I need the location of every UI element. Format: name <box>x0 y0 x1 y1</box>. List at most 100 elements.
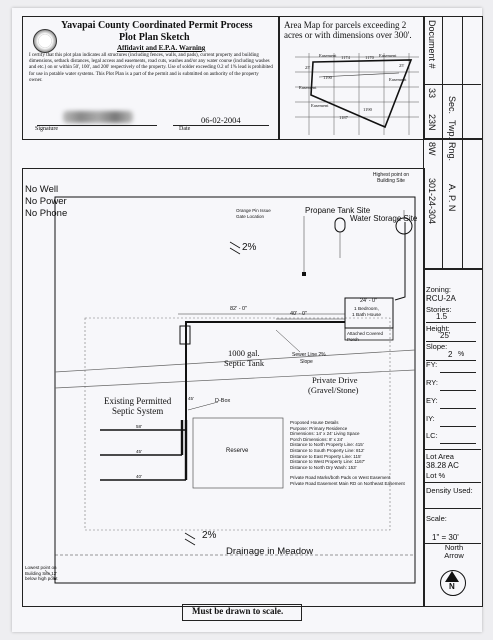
detail-line: Distance to West Property Line: 1167' <box>290 459 365 465</box>
detail-line: Distance to East Property Line: 115' <box>290 453 362 459</box>
ry-line <box>440 390 476 391</box>
detail-line: Proposed House Details <box>290 420 339 425</box>
map-label-7: 25' <box>399 63 405 68</box>
detail-line: Distance to North Dry Wash: 153' <box>290 464 357 470</box>
trench-1-text: 58' <box>136 424 142 429</box>
area-map-drawing <box>295 53 419 135</box>
area-map-box: Area Map for parcels exceeding 2 acres o… <box>278 16 425 140</box>
height-value: 25' <box>440 331 451 340</box>
stories-value: 1.5 <box>436 312 448 321</box>
zoning-value: RCU-2A <box>426 294 456 303</box>
reserve-text: Reserve <box>226 448 249 454</box>
slope-unit: % <box>458 351 465 358</box>
footer-note-box <box>182 604 302 621</box>
affidavit-text: I certify that this plot plan indicates … <box>29 53 273 83</box>
col-div-1 <box>442 16 443 138</box>
col-div-4 <box>462 138 463 268</box>
signature-scribble <box>63 111 133 123</box>
slope-top-text: 2% <box>242 242 257 253</box>
density-label: Density Used: <box>426 486 473 495</box>
map-label-9: 1170 <box>365 55 374 60</box>
dim-82-text: 82' - 0" <box>230 306 248 312</box>
date-label: Date <box>179 126 191 132</box>
sidebar-div-4 <box>423 543 481 544</box>
detail-line: Private Road Marks/both Pads on West Eas… <box>290 475 391 481</box>
map-label-4: Easement <box>311 103 329 108</box>
lowest-point-text: Lowest point on Building Site 12' below … <box>25 565 58 581</box>
signature-label: Signature <box>35 126 58 132</box>
map-label-8: 1174 <box>341 55 350 60</box>
map-label-12: 1190 <box>323 75 332 80</box>
detail-line: Purpose: Primary Residence <box>290 425 348 431</box>
ey-line <box>440 408 476 409</box>
lc-line <box>440 443 476 444</box>
col-div-3 <box>442 138 443 268</box>
map-label-5: Easement <box>389 77 407 82</box>
north-arrow-label: North Arrow <box>444 543 464 560</box>
id-columns-mid <box>423 138 483 270</box>
map-label-1: Easement <box>319 53 337 58</box>
existing-text-1: Existing Permitted <box>104 396 172 406</box>
scale-label: Scale: <box>426 514 447 523</box>
date-value: 06-02-2004 <box>201 115 241 125</box>
zoning-label: Zoning: <box>426 285 452 294</box>
lc-label: LC: <box>426 431 438 440</box>
house-details-block: Proposed House Details Purpose: Primary … <box>290 420 410 487</box>
drive-text-2: (Gravel/Stone) <box>308 385 359 395</box>
ry-label: RY: <box>426 378 438 387</box>
county-seal-icon <box>33 29 57 53</box>
col-div-2 <box>462 16 463 138</box>
header-box: Yavapai County Coordinated Permit Proces… <box>22 16 280 140</box>
ey-label: EY: <box>426 396 438 405</box>
sidebar-div-3 <box>423 508 481 509</box>
fy-line <box>440 372 476 373</box>
drainage-text: Drainage in Meadow <box>226 546 314 557</box>
sidebar-div-1 <box>423 449 481 450</box>
date-line <box>173 125 269 126</box>
doc-title: Plot Plan Sketch <box>119 32 190 43</box>
detail-line: Distance to North Property Line: 415' <box>290 442 364 448</box>
dim-40-text: 40' - 0" <box>290 311 308 317</box>
lot-area-label: Lot Area <box>426 452 454 461</box>
zoning-sidebar <box>423 268 483 607</box>
detail-line: Private Road Easement Main RD on Northea… <box>290 480 405 486</box>
detail-line: Dimensions: 14' x 24' Living Space <box>290 431 360 437</box>
dbox-text: D-Box <box>215 398 231 404</box>
water-text: Water Storage Site <box>350 214 418 223</box>
area-map-title: Area Map for parcels exceeding 2 acres o… <box>284 20 412 40</box>
sewer-text-2: Slope <box>300 359 313 365</box>
house-text-2: 1 Bath House <box>352 313 382 318</box>
stories-label: Stories: <box>426 305 452 314</box>
orange-pin-text: Orange Pin Issue Gate Location <box>236 208 271 219</box>
iy-label: IY: <box>426 414 435 423</box>
height-line <box>426 341 476 342</box>
sidebar-div-2 <box>423 482 481 483</box>
footer-note: Must be drawn to scale. <box>192 606 284 616</box>
signature-line <box>37 125 157 126</box>
slope-label: Slope: <box>426 342 448 351</box>
slope-value: 2 <box>448 350 453 359</box>
detail-line: Distance to South Property Line: 812' <box>290 447 365 453</box>
slope-line <box>426 360 476 361</box>
trench-2-text: 45' <box>136 449 142 454</box>
height-label: Height: <box>426 324 450 333</box>
iy-line <box>440 426 476 427</box>
row-div-1 <box>423 84 481 85</box>
map-label-11: 1190 <box>363 107 372 112</box>
house-text-1: 1 Bedroom, <box>354 307 379 312</box>
affidavit-title: Affidavit and E.P.A. Warning <box>117 44 206 52</box>
stories-line <box>426 322 476 323</box>
dim-24-text: 24' - 0" <box>360 298 378 304</box>
lot-pct-label: Lot % <box>426 471 446 480</box>
no-power-text: No Power <box>25 196 67 207</box>
existing-text-2: Septic System <box>112 406 164 416</box>
no-well-text: No Well <box>25 184 59 195</box>
drive-text-1: Private Drive <box>312 375 358 385</box>
north-arrow-icon <box>440 570 466 596</box>
map-label-3: Easement <box>299 85 317 90</box>
map-label-6: 25' <box>305 65 311 70</box>
highest-point-text: Highest point on Building Site <box>372 172 410 184</box>
id-columns-top <box>423 16 483 140</box>
no-phone-text: No Phone <box>25 208 68 219</box>
